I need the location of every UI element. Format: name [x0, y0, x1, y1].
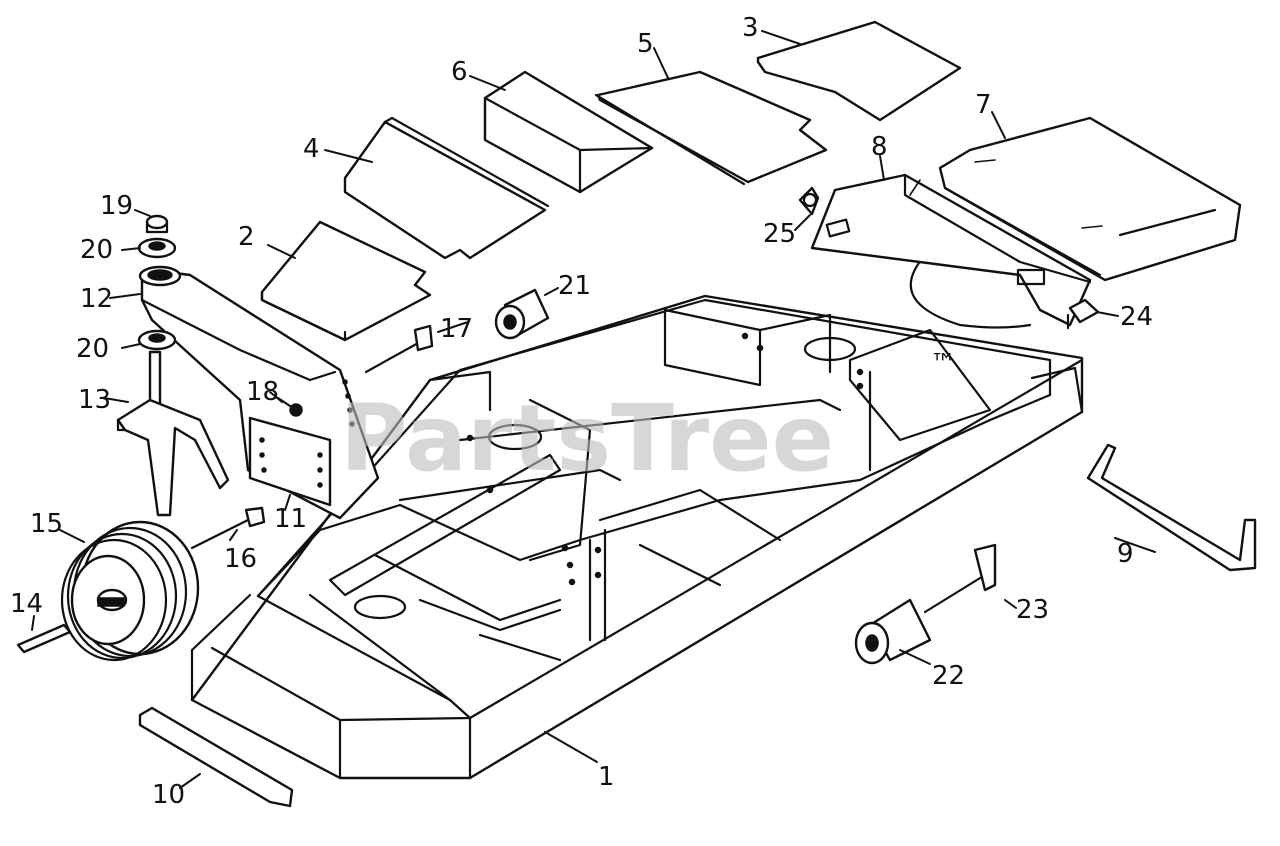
leader-lines — [31, 30, 1156, 789]
callout-23: 23 — [1016, 595, 1049, 625]
callout-4: 4 — [303, 134, 320, 164]
roller-22[interactable] — [854, 598, 932, 665]
callout-17: 17 — [440, 314, 473, 344]
callout-3: 3 — [742, 13, 759, 43]
bushing-21[interactable] — [494, 288, 550, 340]
wheel-15[interactable] — [60, 520, 200, 662]
callout-21: 21 — [558, 271, 591, 301]
callout-20-bottom: 20 — [76, 334, 109, 364]
bolt-17[interactable] — [364, 324, 434, 374]
wheel-fork-13[interactable] — [116, 350, 230, 517]
cover-plate-2[interactable] — [260, 220, 432, 342]
callout-7: 7 — [975, 90, 992, 120]
callout-12: 12 — [80, 284, 113, 314]
callout-22: 22 — [932, 661, 965, 691]
roller-shaft-23[interactable] — [923, 543, 997, 614]
callout-6: 6 — [451, 57, 468, 87]
watermark-trademark: ™ — [930, 349, 956, 379]
belt-shield-7[interactable] — [938, 116, 1242, 282]
deflector-6[interactable] — [483, 70, 654, 194]
callout-13: 13 — [78, 385, 111, 415]
mower-deck-frame[interactable] — [190, 248, 1084, 780]
bearing-20-bottom[interactable] — [137, 329, 177, 351]
cover-plate-5[interactable] — [594, 70, 828, 186]
cover-plate-3[interactable] — [756, 20, 962, 122]
callout-20-top: 20 — [80, 235, 113, 265]
watermark: PartsTree ™ — [340, 349, 956, 492]
cover-plate-4[interactable] — [343, 116, 550, 260]
baffle-10[interactable] — [138, 706, 294, 808]
bushing-19[interactable] — [145, 214, 169, 234]
callout-15: 15 — [30, 509, 63, 539]
callout-11: 11 — [274, 504, 307, 534]
callout-2: 2 — [238, 222, 255, 252]
callout-8: 8 — [871, 132, 888, 162]
callout-25: 25 — [763, 219, 796, 249]
bracket-11[interactable] — [248, 416, 332, 507]
axle-bolt-14[interactable] — [16, 623, 72, 654]
callout-19: 19 — [100, 191, 133, 221]
bearing-20-top[interactable] — [137, 237, 177, 259]
callout-18: 18 — [246, 377, 279, 407]
callout-9: 9 — [1117, 539, 1134, 569]
callout-10: 10 — [152, 780, 185, 810]
callout-5: 5 — [637, 29, 654, 59]
callout-1: 1 — [598, 762, 615, 792]
callout-16: 16 — [224, 544, 257, 574]
bracket-rod-9[interactable] — [1086, 443, 1257, 572]
watermark-text: PartsTree — [340, 385, 834, 492]
callout-14: 14 — [10, 589, 43, 619]
callout-labels: 1 2 3 4 5 6 7 8 9 10 11 12 13 14 15 16 1… — [10, 13, 1153, 810]
clip-25[interactable] — [798, 186, 820, 216]
callout-24: 24 — [1120, 302, 1153, 332]
bolt-16[interactable] — [190, 506, 266, 550]
